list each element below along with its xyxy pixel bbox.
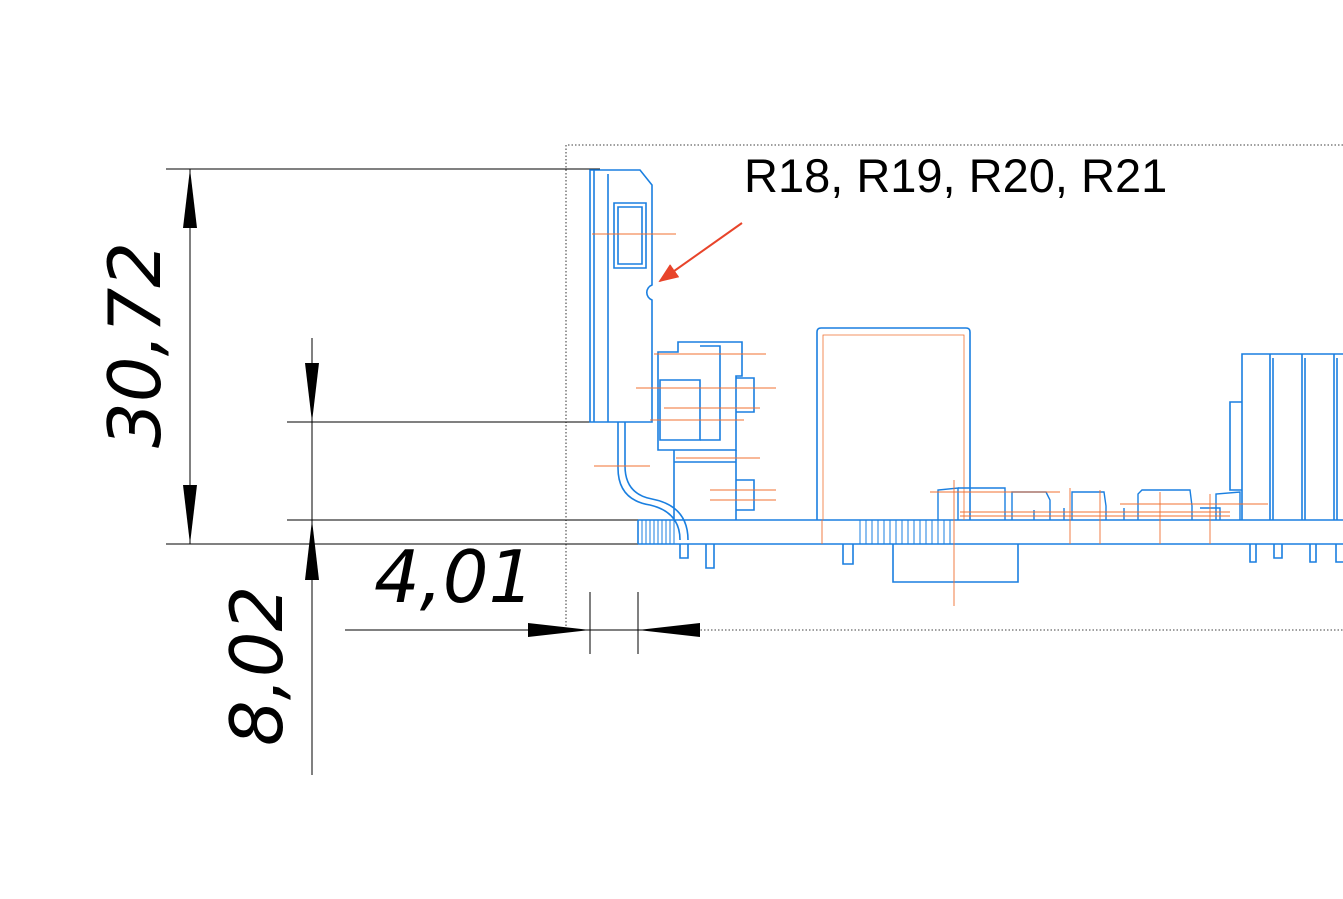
connector-stack [657,341,755,520]
smd-components [937,487,1241,520]
dimension-lines [166,168,700,775]
right-components [1229,353,1343,520]
component-callout-label: R18, R19, R20, R21 [744,149,1168,202]
dimension-text-30-72: 30,72 [93,242,177,448]
dimension-text-4-01: 4,01 [374,535,534,619]
large-component [816,327,971,520]
center-lines [592,233,1268,606]
dimension-text-8-02: 8,02 [215,586,299,746]
view-frame [565,144,1343,631]
callout-leader-arrow [658,222,743,283]
resistor-pack [589,169,689,541]
dimension-arrows [183,169,700,637]
pcb-board [637,519,1343,583]
